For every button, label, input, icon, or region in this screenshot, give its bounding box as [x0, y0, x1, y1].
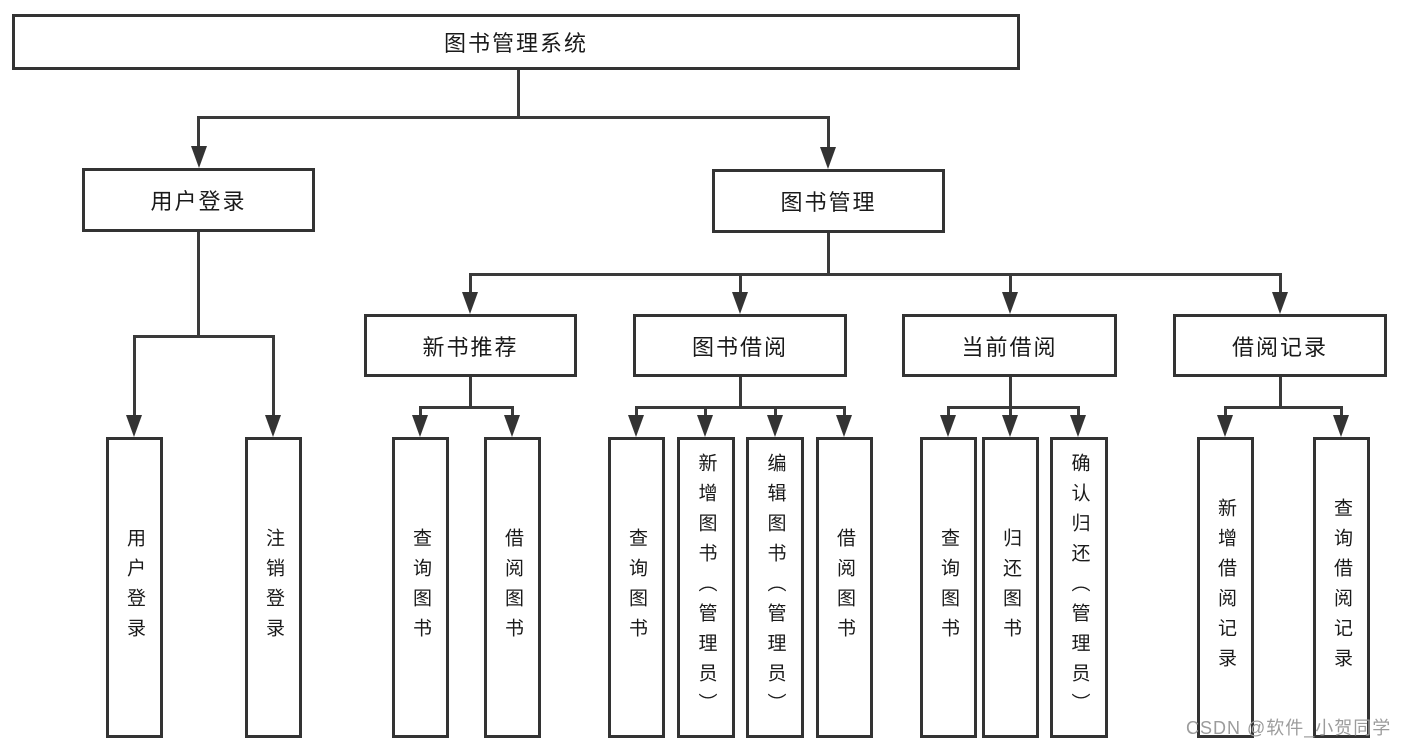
arrow-l2	[732, 292, 748, 314]
connector-newbook-bar	[419, 406, 514, 409]
connector-stem-leaf	[272, 335, 275, 416]
arrow-leaf	[412, 415, 428, 437]
node-label: 用户登录	[150, 189, 247, 214]
connector-records-bar	[1224, 406, 1343, 409]
leaf-confirm-return-admin: 确认归还（管理员）	[1050, 437, 1108, 738]
connector-stem-leaf	[843, 406, 846, 416]
leaf-add-borrow-record: 新增借阅记录	[1197, 437, 1254, 738]
connector-userlogin-stem	[197, 232, 200, 338]
node-label: 当前借阅	[961, 334, 1058, 360]
leaf-edit-books-admin: 编辑图书（管理员）	[746, 437, 804, 738]
node-label: 用户登录	[124, 527, 145, 648]
node-label: 注销登录	[263, 527, 284, 648]
leaf-query-books-recommend: 查询图书	[392, 437, 449, 738]
leaf-user-login: 用户登录	[106, 437, 163, 738]
connector-current-stem	[1009, 375, 1012, 409]
node-label: 借阅图书	[502, 527, 523, 648]
connector-stem-user-login	[197, 116, 200, 148]
connector-newbook-stem	[469, 375, 472, 409]
arrow-leaf	[697, 415, 713, 437]
connector-stem-l2	[1009, 273, 1012, 293]
leaf-query-borrow-record: 查询借阅记录	[1313, 437, 1370, 738]
arrow-leaf	[1333, 415, 1349, 437]
node-label: 借阅图书	[834, 527, 855, 648]
arrow-leaf	[940, 415, 956, 437]
connector-borrowing-stem	[739, 375, 742, 409]
leaf-logout: 注销登录	[245, 437, 302, 738]
connector-root-stem	[517, 70, 520, 119]
node-user-login: 用户登录	[82, 168, 315, 232]
node-label: 借阅记录	[1231, 334, 1328, 360]
csdn-watermark: CSDN @软件_小贺同学	[1186, 718, 1392, 738]
arrow-leaf	[1002, 415, 1018, 437]
arrow-leaf	[767, 415, 783, 437]
connector-stem-leaf	[947, 406, 950, 416]
connector-userlogin-bar	[133, 335, 274, 338]
leaf-return-books: 归还图书	[982, 437, 1039, 738]
arrow-leaf	[504, 415, 520, 437]
node-current-borrowing: 当前借阅	[902, 314, 1117, 377]
leaf-borrow-books-recommend: 借阅图书	[484, 437, 541, 738]
connector-stem-leaf	[635, 406, 638, 416]
node-library-system: 图书管理系统	[12, 14, 1020, 70]
connector-stem-leaf	[1340, 406, 1343, 416]
connector-stem-leaf	[1077, 406, 1080, 416]
node-label: 查询图书	[938, 527, 959, 648]
connector-bookmgmt-bar	[469, 273, 1282, 276]
connector-stem-leaf	[774, 406, 777, 416]
connector-root-bar	[198, 116, 830, 119]
connector-current-bar	[947, 406, 1080, 409]
arrow-user-login	[191, 146, 207, 168]
node-new-book-recommend: 新书推荐	[364, 314, 577, 377]
node-label: 查询图书	[626, 527, 647, 648]
node-borrowing-records: 借阅记录	[1173, 314, 1387, 377]
connector-stem-l2	[1279, 273, 1282, 293]
arrow-leaf	[126, 415, 142, 437]
leaf-add-books-admin: 新增图书（管理员）	[677, 437, 735, 738]
leaf-query-books-borrowing: 查询图书	[608, 437, 665, 738]
arrow-l2	[462, 292, 478, 314]
connector-stem-l2	[469, 273, 472, 293]
arrow-l2	[1002, 292, 1018, 314]
node-book-management: 图书管理	[712, 169, 945, 233]
node-label: 查询图书	[410, 527, 431, 648]
connector-stem-leaf	[133, 335, 136, 416]
connector-stem-book-mgmt	[827, 116, 830, 148]
arrow-book-mgmt	[820, 147, 836, 169]
connector-stem-leaf	[1224, 406, 1227, 416]
node-label: 图书管理	[780, 190, 877, 215]
node-label: 图书借阅	[691, 334, 788, 360]
connector-stem-leaf	[511, 406, 514, 416]
arrow-leaf	[836, 415, 852, 437]
arrow-leaf	[265, 415, 281, 437]
connector-stem-leaf	[419, 406, 422, 416]
node-book-borrowing: 图书借阅	[633, 314, 847, 377]
connector-borrowing-bar	[635, 406, 846, 409]
node-label: 新增图书（管理员）	[695, 452, 717, 723]
arrow-leaf	[1217, 415, 1233, 437]
node-label: 归还图书	[1000, 527, 1021, 648]
connector-stem-leaf	[1009, 406, 1012, 416]
arrow-leaf	[628, 415, 644, 437]
node-label: 查询借阅记录	[1331, 497, 1352, 678]
leaf-borrow-books: 借阅图书	[816, 437, 873, 738]
connector-stem-l2	[739, 273, 742, 293]
connector-records-stem	[1279, 375, 1282, 409]
connector-stem-leaf	[704, 406, 707, 416]
node-label: 图书管理系统	[443, 31, 588, 56]
node-label: 新书推荐	[422, 334, 519, 360]
node-label: 编辑图书（管理员）	[764, 452, 786, 723]
node-label: 新增借阅记录	[1215, 497, 1236, 678]
node-label: 确认归还（管理员）	[1068, 452, 1090, 723]
leaf-query-books-current: 查询图书	[920, 437, 977, 738]
arrow-leaf	[1070, 415, 1086, 437]
arrow-l2	[1272, 292, 1288, 314]
connector-bookmgmt-stem	[827, 233, 830, 276]
